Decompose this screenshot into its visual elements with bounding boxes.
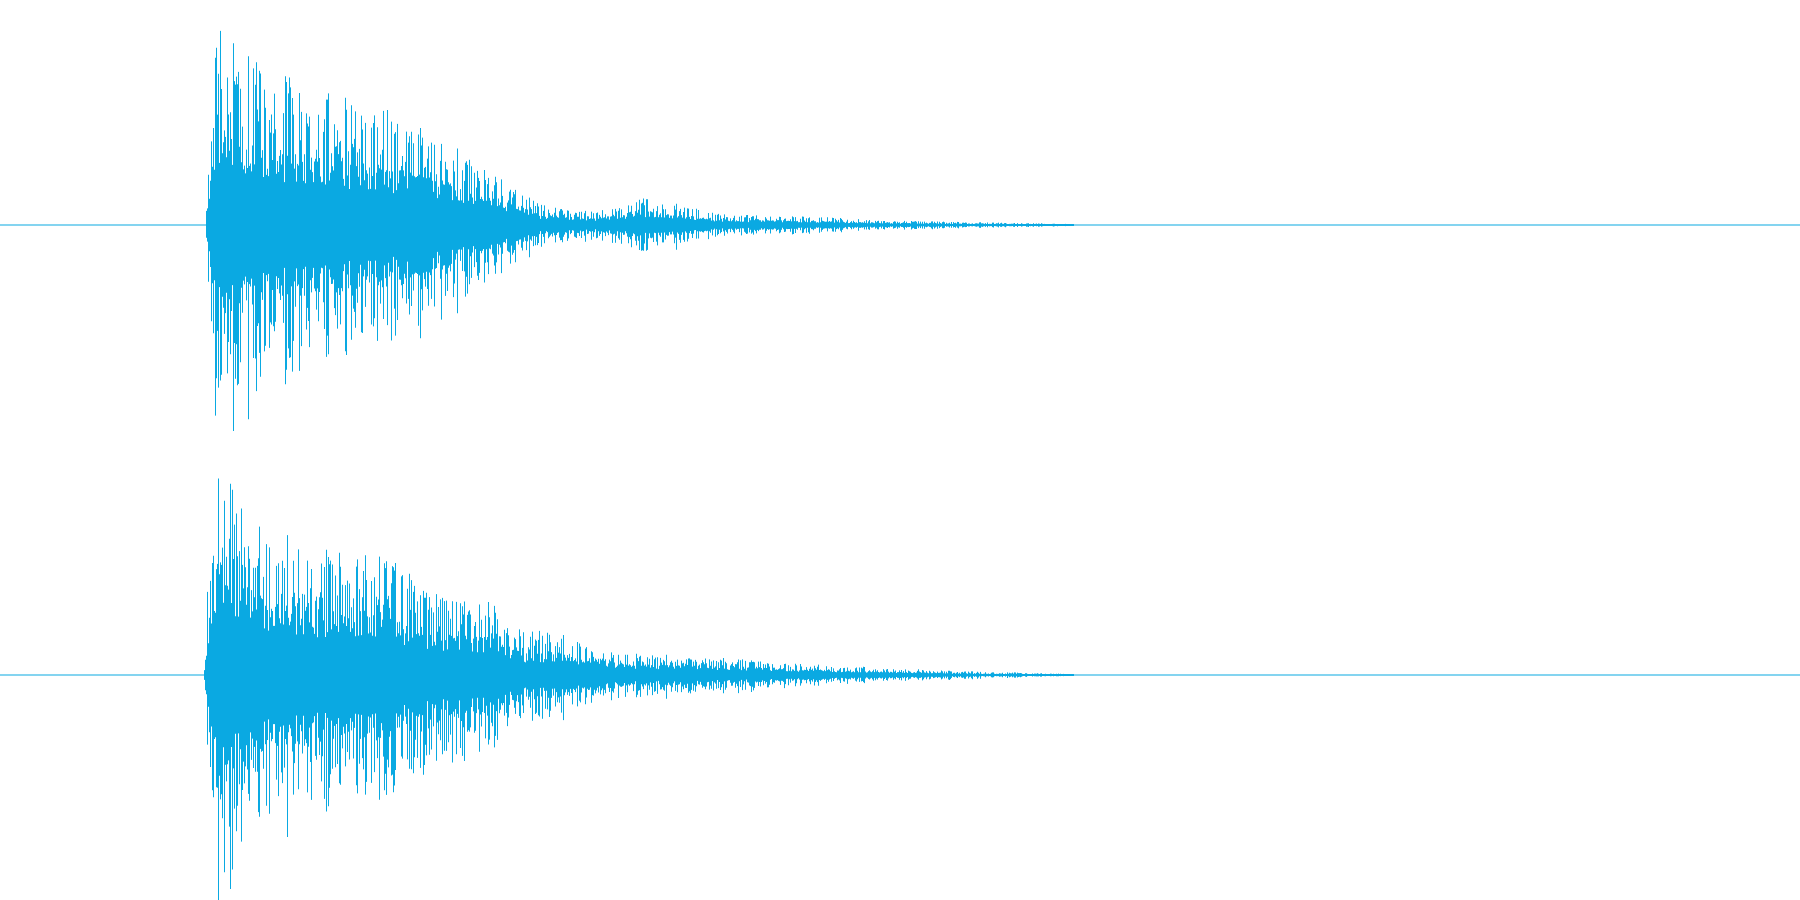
waveform-peaks [206, 30, 1073, 431]
waveform-peaks [207, 478, 1072, 900]
waveform-channel-1 [0, 30, 1800, 431]
waveform-channel-2 [0, 478, 1800, 900]
